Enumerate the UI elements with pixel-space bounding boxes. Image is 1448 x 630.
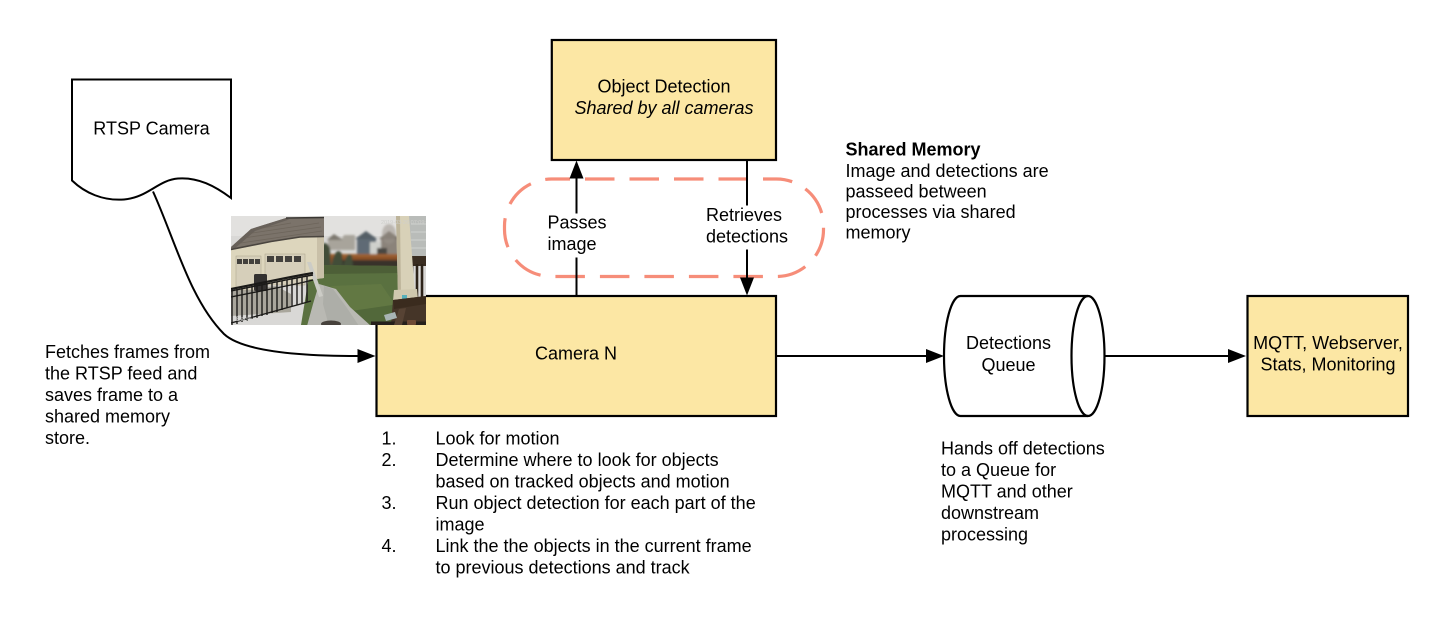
svg-text:Run object detection for each: Run object detection for each part of th… — [436, 493, 756, 513]
svg-text:Stats, Monitoring: Stats, Monitoring — [1260, 355, 1395, 375]
svg-text:saves frame to a: saves frame to a — [45, 385, 179, 405]
svg-text:Passes: Passes — [548, 213, 607, 233]
svg-text:Shared Memory: Shared Memory — [846, 140, 981, 160]
svg-text:Shared by all cameras: Shared by all cameras — [574, 98, 753, 118]
svg-text:MQTT, Webserver,: MQTT, Webserver, — [1253, 333, 1403, 353]
svg-text:Fetches frames from: Fetches frames from — [45, 342, 210, 362]
svg-text:based on tracked objects and m: based on tracked objects and motion — [436, 472, 730, 492]
svg-text:processing: processing — [941, 525, 1028, 545]
svg-text:store.: store. — [45, 428, 90, 448]
svg-text:the RTSP feed and: the RTSP feed and — [45, 364, 197, 384]
svg-text:to a Queue for: to a Queue for — [941, 460, 1056, 480]
svg-text:detections: detections — [706, 226, 788, 246]
svg-text:2.: 2. — [382, 450, 397, 470]
svg-text:image: image — [436, 515, 485, 535]
svg-text:Backyard: Backyard — [236, 316, 263, 323]
svg-text:Queue: Queue — [981, 355, 1035, 375]
svg-text:Detections: Detections — [966, 333, 1051, 353]
svg-text:Determine where to look for ob: Determine where to look for objects — [436, 450, 719, 470]
svg-text:RTSP Camera: RTSP Camera — [93, 119, 210, 139]
svg-text:Look for motion: Look for motion — [436, 429, 560, 449]
svg-text:shared memory: shared memory — [45, 407, 170, 427]
svg-text:MQTT and other: MQTT and other — [941, 482, 1073, 502]
svg-text:downstream: downstream — [941, 503, 1039, 523]
svg-text:3.: 3. — [382, 493, 397, 513]
svg-text:Link the the objects in the cu: Link the the objects in the current fram… — [436, 536, 752, 556]
svg-text:Retrieves: Retrieves — [706, 205, 782, 225]
svg-text:1.: 1. — [382, 429, 397, 449]
svg-text:memory: memory — [846, 222, 911, 242]
svg-text:Object Detection: Object Detection — [597, 77, 730, 97]
svg-text:4.: 4. — [382, 536, 397, 556]
svg-text:Hands off detections: Hands off detections — [941, 439, 1105, 459]
svg-text:processes via shared: processes via shared — [846, 202, 1016, 222]
svg-text:Camera N: Camera N — [535, 343, 617, 363]
svg-text:2019-03-26 07:09:09: 2019-03-26 07:09:09 — [381, 220, 432, 226]
svg-text:to previous detections and tra: to previous detections and track — [436, 558, 691, 578]
svg-text:passeed between: passeed between — [846, 182, 987, 202]
svg-text:Image and detections are: Image and detections are — [846, 161, 1049, 181]
svg-text:image: image — [548, 234, 597, 254]
